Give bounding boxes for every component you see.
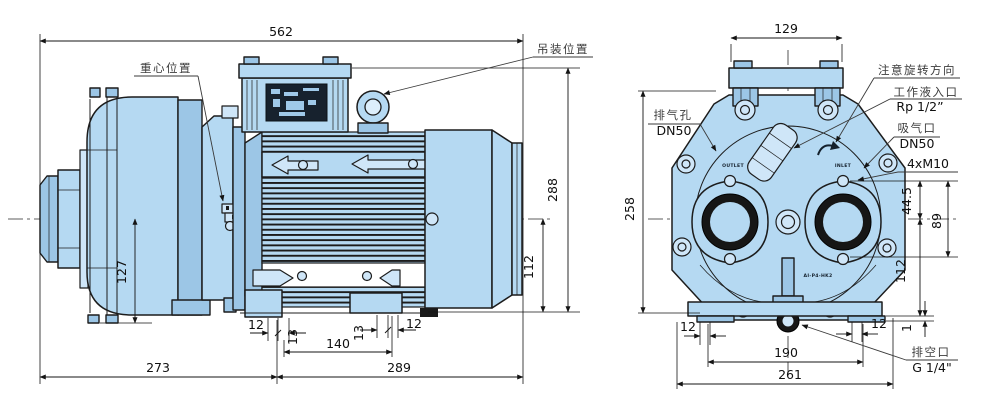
lifting-eye [356,90,390,134]
dim-140: 140 [326,336,350,351]
right-view-callouts: 注意旋转方向 工作液入口 Rp 1/2” 排气孔 DN50 吸气口 DN50 4… [648,63,962,375]
bolt-holes-label: 4xM10 [907,156,949,171]
nameplate [265,83,328,122]
m10-bolt-hole [723,252,737,266]
motor-feet [240,269,425,318]
casing-flange-plate [177,99,203,316]
right-view-end-elevation: OUTLET INLET AI-P4-HK2 [622,21,962,389]
shaft-center-boss [775,209,801,235]
suction-port-size: DN50 [900,136,935,151]
motor-lifting-hole [425,212,439,226]
dim-12-right: 12 [406,316,422,331]
working-fluid-inlet-label: 工作液入口 [894,85,959,99]
motor-fins-middle [261,176,426,264]
cast-inlet-text: INLET [835,163,852,169]
casing-bottom-tab [87,314,100,324]
terminal-box [238,56,352,133]
dim-44-5: 44.5 [899,187,914,215]
dim-289: 289 [387,360,411,375]
center-of-gravity-label: 重心位置 [140,61,192,75]
dim-129: 129 [774,21,798,36]
pump-volute-casing [79,87,179,324]
left-view-dimensions: 562 288 112 127 12 13 [39,24,580,384]
dim-127: 127 [114,260,129,284]
working-fluid-inlet-size: Rp 1/2” [896,99,943,114]
lifting-position-label: 吊装位置 [537,42,589,56]
dim-258: 258 [622,197,637,221]
left-view-callouts: 重心位置 吊装位置 [134,42,593,202]
m10-bolt-hole [836,252,850,266]
motor-lug-left [271,155,319,175]
bracket-lantern [171,99,239,316]
dim-190: 190 [774,345,798,360]
dim-13-left: 13 [285,329,300,345]
dim-13-right: 13 [351,325,366,341]
fan-cover-taper [491,129,513,309]
exhaust-port-label: 排气孔 [654,108,693,122]
casing-top-bolt-tab [105,87,119,98]
drain-port-label: 排空口 [912,345,951,359]
m10-bolt-hole [836,174,850,188]
left-view-side-elevation: 562 288 112 127 12 13 [8,24,593,384]
dim-1: 1 [899,324,914,332]
suction-port-label: 吸气口 [898,121,937,135]
dim-288: 288 [545,178,560,202]
outlet-port: OUTLET [691,163,769,266]
casing-bottom-tab [105,314,119,324]
condensate-drain-tab [420,308,438,317]
inner-rib-boss [747,122,798,182]
dim-273: 273 [146,360,170,375]
top-flange [728,60,844,121]
casing-top-bolt-tab [89,87,101,98]
motor-fins-upper [261,131,426,153]
dim-12-left-rv: 12 [680,319,696,334]
dim-562: 562 [269,24,293,39]
pump-suction-cap [39,169,81,269]
drain-port-size: G 1/4" [912,360,952,375]
rotation-direction-arrow-icon [817,141,840,156]
right-view-dimensions: 129 258 44.5 89 112 1 12 [622,21,958,389]
motor [232,126,523,318]
dim-12-left: 12 [248,317,264,332]
exhaust-port-size: DN50 [657,123,692,138]
dim-89: 89 [929,213,944,229]
terminal-box-lid [238,63,352,79]
rotation-note-label: 注意旋转方向 [878,63,956,77]
inlet-port: INLET [804,163,882,266]
cast-outlet-text: OUTLET [722,163,744,169]
base-feet [687,301,886,323]
m10-bolt-hole [723,174,737,188]
dim-12-right-rv: 12 [871,316,887,331]
dim-112-right: 112 [893,259,908,283]
motor-front-flange [232,126,246,311]
cast-model-text: AI-P4-HK2 [804,273,833,279]
bracket-foot [171,299,211,316]
dim-261: 261 [778,367,802,382]
dim-112-left: 112 [521,255,536,279]
center-of-gravity-marker [221,203,239,232]
